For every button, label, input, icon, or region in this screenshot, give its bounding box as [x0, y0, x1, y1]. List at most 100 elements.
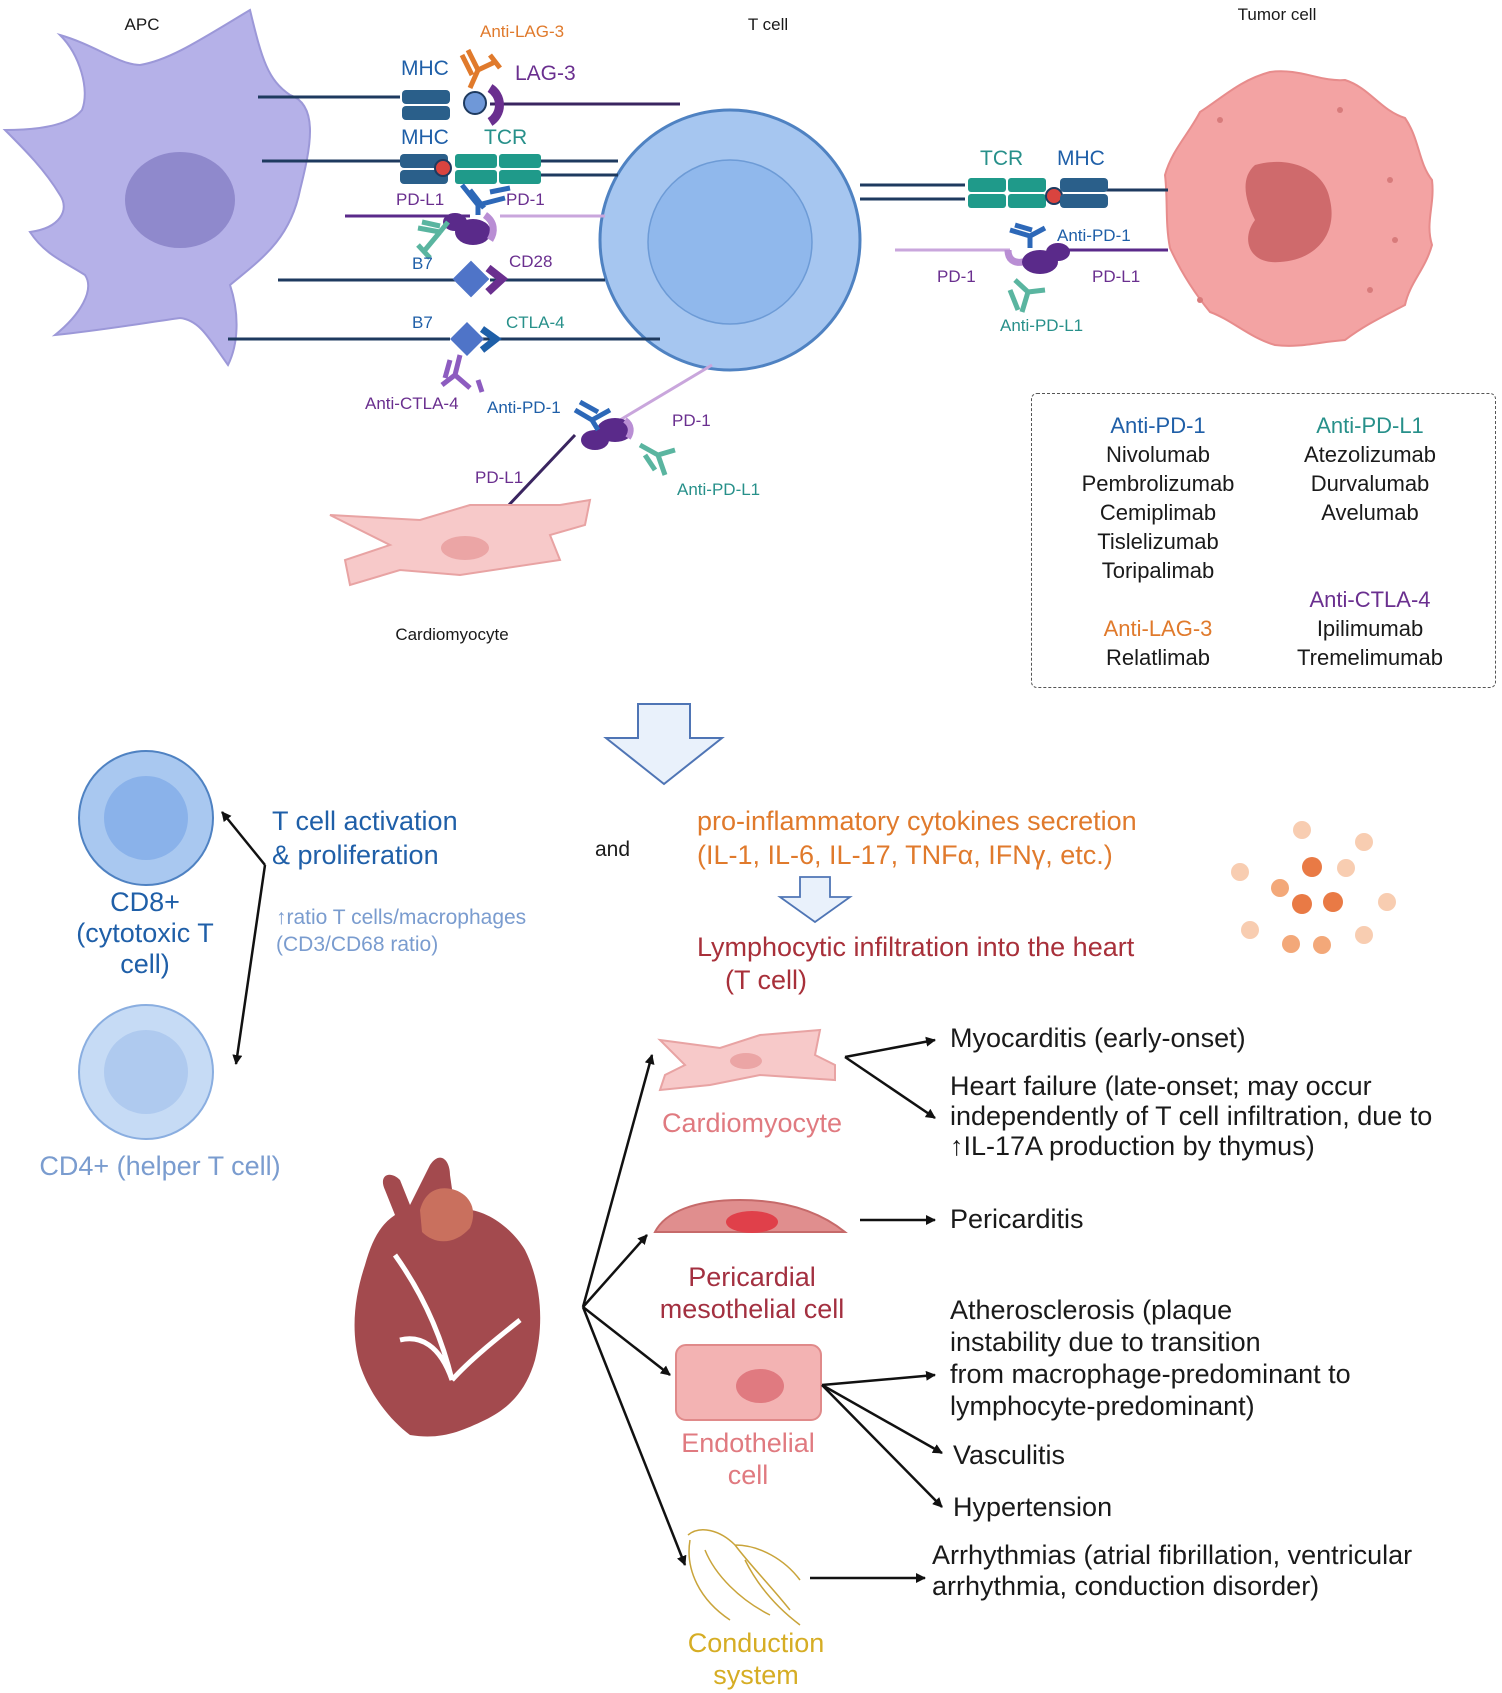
drug-name: Cemiplimab: [1099, 500, 1217, 525]
cytokines-line-2: (IL-1, IL-6, IL-17, TNFα, IFNγ, etc.): [697, 840, 1113, 870]
drug-name: Pembrolizumab: [1081, 471, 1235, 496]
b7-ctla4: [440, 322, 502, 393]
infiltration-line-2: (T cell): [725, 965, 808, 995]
legend-anti-lag3-title: Anti-LAG-3: [1103, 616, 1213, 641]
hypertension-label: Hypertension: [953, 1492, 1113, 1522]
anti-pd1-cardio-label: Anti-PD-1: [487, 398, 561, 417]
cd4-label: CD4+ (helper T cell): [39, 1151, 281, 1181]
anti-pdl1-cardio-label: Anti-PD-L1: [677, 480, 761, 499]
cd8-cd4-arrows: [221, 811, 267, 1065]
lag3-label: LAG-3: [515, 62, 576, 85]
outcome-arrows: [810, 1036, 943, 1583]
legend-anti-pdl1-title: Anti-PD-L1: [1316, 413, 1424, 438]
tcr-mhc-tumor: [968, 178, 1108, 208]
hf-line-1: Heart failure (late-onset; may occur: [950, 1071, 1372, 1101]
endothelial-label-2: cell: [727, 1460, 769, 1490]
pdl1-pd1-apc: [416, 183, 511, 260]
apc-label: APC: [124, 15, 160, 34]
mhc-label-1: MHC: [401, 57, 449, 80]
tumor-cell: [1163, 70, 1434, 347]
legend-anti-pd1: Anti-PD-1 Nivolumab Pembrolizumab Cemipl…: [1078, 411, 1238, 585]
cytokine-dots: [1231, 821, 1396, 954]
drug-name: Relatlimab: [1106, 645, 1210, 670]
athero-line-3: from macrophage-predominant to: [950, 1359, 1351, 1389]
conduction-label-2: system: [713, 1660, 799, 1690]
pericardial-label-1: Pericardial: [688, 1262, 816, 1292]
conduction-label-1: Conduction: [687, 1628, 825, 1658]
legend-anti-ctla4-title: Anti-CTLA-4: [1309, 587, 1431, 612]
anti-lag3-label: Anti-LAG-3: [480, 22, 565, 41]
mhc-label-3: MHC: [1057, 147, 1105, 170]
conduction-system-icon: [687, 1529, 801, 1626]
cardiomyocyte-top: [329, 498, 592, 587]
cd28-label: CD28: [509, 252, 553, 271]
drug-name: Toripalimab: [1101, 558, 1215, 583]
cardiomyocyte-bottom: [657, 1028, 836, 1092]
drug-name: Durvalumab: [1310, 471, 1430, 496]
tcr-label-1: TCR: [484, 126, 528, 149]
cd8-label-1: CD8+: [110, 887, 180, 917]
pdl1-cardio-label: PD-L1: [475, 468, 524, 487]
legend-anti-pdl1: Anti-PD-L1 Atezolizumab Durvalumab Avelu…: [1290, 411, 1450, 527]
pdl1-tumor-label: PD-L1: [1092, 267, 1141, 286]
hf-line-2: independently of T cell infiltration, du…: [950, 1101, 1433, 1131]
apc-cell: [2, 8, 311, 367]
cardiomyocyte-top-label: Cardiomyocyte: [395, 625, 509, 644]
arrhythmia-line-1: Arrhythmias (atrial fibrillation, ventri…: [932, 1540, 1413, 1570]
ctla4-label: CTLA-4: [506, 313, 565, 332]
pd1-tumor-label: PD-1: [937, 267, 976, 286]
ratio-line-2: (CD3/CD68 ratio): [276, 933, 439, 956]
mhc-tcr-complex: [400, 154, 541, 184]
athero-line-1: Atherosclerosis (plaque: [950, 1295, 1233, 1325]
pericarditis-label: Pericarditis: [950, 1204, 1084, 1234]
cd8-label-3: cell): [120, 949, 170, 979]
activation-title-1: T cell activation: [272, 806, 458, 836]
mhc-lag3-complex: [402, 48, 504, 126]
connection-lines: [228, 95, 1168, 527]
endothelial-label-1: Endothelial: [681, 1428, 815, 1458]
anti-ctla4-label: Anti-CTLA-4: [365, 394, 459, 413]
cd8-cell: [78, 750, 214, 886]
pdl1-apc-label: PD-L1: [396, 190, 445, 209]
activation-title-2: & proliferation: [272, 840, 439, 870]
down-arrow-small: [777, 876, 853, 924]
tcr-label-2: TCR: [980, 147, 1024, 170]
cytokines-line-1: pro-inflammatory cytokines secretion: [697, 806, 1137, 836]
heart-icon: [354, 1157, 541, 1437]
athero-line-2: instability due to transition: [950, 1327, 1261, 1357]
drug-name: Avelumab: [1321, 500, 1419, 525]
drug-name: Tremelimumab: [1297, 645, 1443, 670]
down-arrow-main: [603, 703, 725, 786]
legend-anti-pd1-title: Anti-PD-1: [1110, 413, 1206, 438]
pd1-pdl1-cardio: [573, 399, 676, 476]
legend-anti-lag3: Anti-LAG-3 Relatlimab: [1078, 614, 1238, 672]
vasculitis-label: Vasculitis: [953, 1440, 1066, 1470]
infiltration-line-1: Lymphocytic infiltration into the heart: [697, 932, 1135, 962]
pd1-pdl1-tumor: [1004, 222, 1070, 313]
drug-name: Ipilimumab: [1316, 616, 1424, 641]
pd1-apc-label: PD-1: [506, 190, 545, 209]
pericardial-label-2: mesothelial cell: [659, 1294, 845, 1324]
heart-arrows: [581, 1054, 687, 1566]
b7-label-2: B7: [412, 313, 433, 332]
anti-pd1-tumor-label: Anti-PD-1: [1057, 226, 1131, 245]
drug-name: Nivolumab: [1106, 442, 1210, 467]
legend-anti-ctla4: Anti-CTLA-4 Ipilimumab Tremelimumab: [1290, 585, 1450, 672]
tumor-cell-label: Tumor cell: [1237, 5, 1317, 24]
hf-line-3: ↑IL-17A production by thymus): [950, 1131, 1315, 1161]
drug-name: Tislelizumab: [1097, 529, 1219, 554]
cd4-cell: [78, 1004, 214, 1140]
b7-label-1: B7: [412, 254, 433, 273]
t-cell: [598, 108, 862, 372]
drug-legend: [1031, 393, 1496, 688]
endothelial-cell: [675, 1344, 822, 1421]
pd1-cardio-label: PD-1: [672, 411, 711, 430]
myocarditis-label: Myocarditis (early-onset): [950, 1023, 1246, 1053]
arrhythmia-line-2: arrhythmia, conduction disorder): [932, 1571, 1320, 1601]
b7-cd28: [452, 260, 509, 298]
mhc-label-2: MHC: [401, 126, 449, 149]
anti-pdl1-tumor-label: Anti-PD-L1: [1000, 316, 1084, 335]
t-cell-label: T cell: [747, 15, 789, 34]
athero-line-4: lymphocyte-predominant): [950, 1391, 1255, 1421]
